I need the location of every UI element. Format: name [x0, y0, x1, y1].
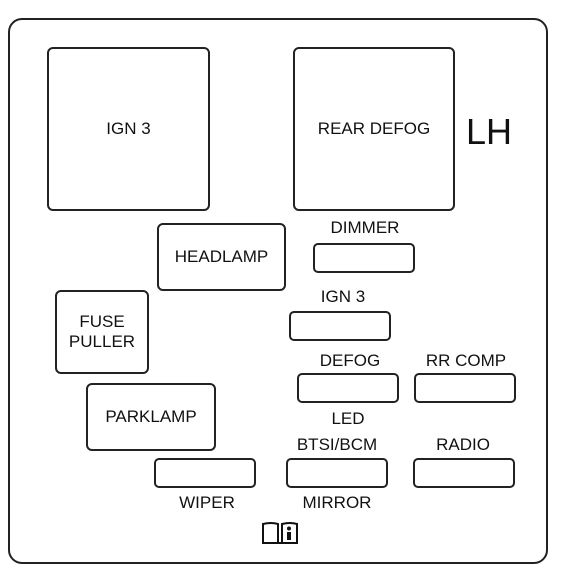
relay-rear-defog: REAR DEFOG: [293, 47, 455, 211]
fuse-radio-label: RADIO: [436, 435, 490, 454]
relay-parklamp-label: PARKLAMP: [105, 407, 197, 427]
fuse-ign3: [289, 311, 391, 341]
relay-parklamp: PARKLAMP: [86, 383, 216, 451]
fuse-rr-comp-label: RR COMP: [425, 351, 507, 370]
fuse-dimmer: [313, 243, 415, 273]
fuse-defog-label: DEFOG: [319, 351, 381, 370]
side-label-lh: LH: [466, 111, 513, 152]
relay-headlamp: HEADLAMP: [157, 223, 286, 291]
relay-ign3: IGN 3: [47, 47, 210, 211]
fuse-defog: [297, 373, 399, 403]
fuse-wiper: [154, 458, 256, 488]
fuse-puller-label: FUSE PULLER: [68, 312, 136, 351]
fuse-mirror-label: MIRROR: [302, 493, 372, 512]
relay-rear-defog-label: REAR DEFOG: [317, 119, 431, 139]
fuse-btsi-bcm-label: BTSI/BCM: [296, 435, 378, 454]
owner-manual-info-icon: [262, 522, 298, 544]
fuse-led-label: LED: [331, 409, 365, 428]
fuse-puller: FUSE PULLER: [55, 290, 149, 374]
fuse-wiper-label: WIPER: [179, 493, 235, 512]
fuse-btsi-bcm: [286, 458, 388, 488]
fuse-radio: [413, 458, 515, 488]
fuse-panel-outline: [8, 18, 548, 564]
fuse-ign3-label: IGN 3: [320, 287, 366, 306]
fuse-dimmer-label: DIMMER: [330, 218, 400, 237]
relay-ign3-label: IGN 3: [106, 119, 151, 139]
relay-headlamp-label: HEADLAMP: [174, 247, 269, 267]
fuse-rr-comp: [414, 373, 516, 403]
